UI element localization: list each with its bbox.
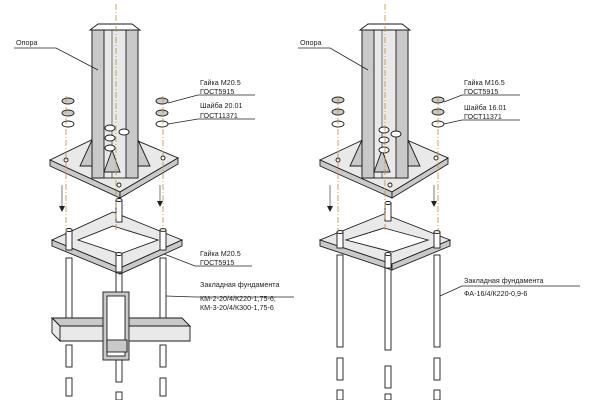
right-assembly: Опора Гайка М16.5 ГОСТ5915 Шайба 16.01 Г… [298, 4, 580, 400]
left-nut-bottom-std: ГОСТ5915 [200, 258, 234, 267]
right-base-nuts [378, 126, 402, 154]
right-washer-label: Шайба 16.01 [464, 103, 507, 112]
left-leaders [14, 47, 294, 298]
left-nut-top-std: ГОСТ5915 [200, 87, 234, 96]
right-nut-top-std: ГОСТ5915 [464, 87, 498, 96]
left-embed-model-1: КМ-2-20/4/К220-1,75-6; [200, 294, 276, 303]
right-embed-label: Закладная фундамента [464, 276, 544, 285]
right-leaders [298, 47, 580, 297]
left-washer-label: Шайба 20.01 [200, 101, 243, 110]
left-arrows [59, 185, 163, 212]
left-base-nuts [104, 124, 130, 152]
right-studs [336, 201, 441, 269]
left-pole [79, 23, 151, 179]
right-anchor-rods [336, 254, 441, 400]
left-washer-std: ГОСТ11371 [200, 111, 238, 120]
left-opora-label: Опора [16, 38, 37, 47]
left-embed-model-2: КМ-3-20/4/К300-1,75-6 [200, 303, 274, 312]
left-embed-label: Закладная фундамента [200, 280, 280, 289]
right-nut-top-label: Гайка М16.5 [464, 78, 505, 87]
right-opora-label: Опора [300, 38, 321, 47]
left-nut-bottom-label: Гайка М20.5 [200, 249, 241, 258]
left-nut-stack-2 [155, 97, 169, 128]
left-embed-upper-frame [50, 211, 184, 275]
left-embed-lower-plate [50, 291, 192, 361]
left-nut-top-label: Гайка М20.5 [200, 78, 241, 87]
left-nut-stack-1 [61, 97, 75, 128]
left-assembly: Опора Гайка М20.5 ГОСТ5915 Шайба 20.01 Г… [14, 4, 294, 400]
right-washer-std: ГОСТ11371 [464, 112, 502, 121]
right-arrows [327, 185, 437, 212]
right-embed-model-1: ФА-16/4/К220-0,9-6 [464, 289, 527, 298]
